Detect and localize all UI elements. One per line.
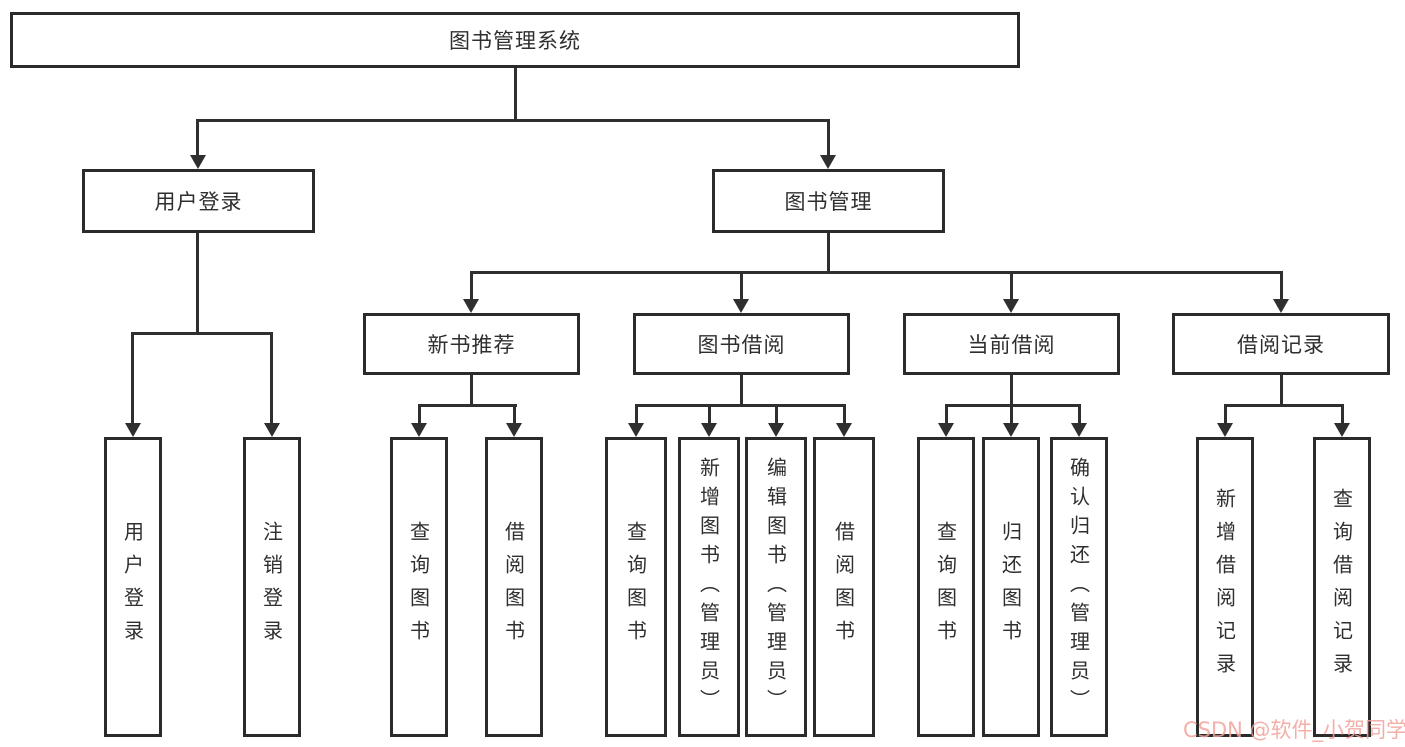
node-borrowing-records: 借阅记录 <box>1172 313 1390 375</box>
arrow-down-icon <box>506 423 522 437</box>
arrow-down-icon <box>820 155 836 169</box>
connector-line <box>513 404 516 424</box>
leaf-logout: 注销登录 <box>243 437 301 737</box>
arrow-down-icon <box>411 423 427 437</box>
connector-line <box>196 119 199 157</box>
node-new-book-recommendation: 新书推荐 <box>363 313 580 375</box>
connector-line <box>1280 271 1283 301</box>
leaf-query-borrow-record: 查询借阅记录 <box>1313 437 1371 737</box>
connector-line <box>470 271 473 301</box>
connector-line <box>470 375 473 407</box>
node-label: 图书管理 <box>784 190 873 214</box>
arrow-down-icon <box>1334 423 1350 437</box>
node-label: 图书管理系统 <box>449 29 581 53</box>
connector-line <box>514 68 517 121</box>
arrow-down-icon <box>125 423 141 437</box>
connector-line <box>418 404 517 407</box>
node-label: 图书借阅 <box>697 333 786 357</box>
node-label: 借阅记录 <box>1237 333 1325 357</box>
connector-line <box>635 404 638 424</box>
connector-line <box>270 332 273 424</box>
connector-line <box>418 404 421 424</box>
leaf-query-books: 查询图书 <box>917 437 975 737</box>
arrow-down-icon <box>1003 423 1019 437</box>
arrow-down-icon <box>264 423 280 437</box>
arrow-down-icon <box>836 423 852 437</box>
connector-line <box>945 404 948 424</box>
node-book-management: 图书管理 <box>712 169 945 233</box>
node-book-borrowing: 图书借阅 <box>633 313 850 375</box>
arrow-down-icon <box>1003 299 1019 313</box>
node-label: 新书推荐 <box>427 333 516 357</box>
connector-line <box>827 119 830 157</box>
watermark: CSDN @软件_小贺同学 <box>1183 718 1405 742</box>
leaf-edit-books-admin: 编辑图书（管理员） <box>745 437 807 737</box>
connector-line <box>1010 271 1013 301</box>
connector-line <box>1341 404 1344 424</box>
connector-line <box>945 404 1081 407</box>
connector-line <box>1010 404 1013 424</box>
arrow-down-icon <box>701 423 717 437</box>
node-library-management-system: 图书管理系统 <box>10 12 1020 68</box>
connector-line <box>1224 404 1344 407</box>
arrow-down-icon <box>1217 423 1233 437</box>
arrow-down-icon <box>463 299 479 313</box>
arrow-down-icon <box>628 423 644 437</box>
arrow-down-icon <box>938 423 954 437</box>
node-current-borrowing: 当前借阅 <box>903 313 1120 375</box>
node-label: 用户登录 <box>154 190 243 214</box>
leaf-add-books-admin: 新增图书（管理员） <box>678 437 740 737</box>
leaf-query-books: 查询图书 <box>605 437 667 737</box>
connector-line <box>740 375 743 407</box>
connector-line <box>843 404 846 424</box>
node-user-login: 用户登录 <box>82 169 315 233</box>
connector-line <box>1078 404 1081 424</box>
connector-line <box>196 233 199 335</box>
leaf-query-books: 查询图书 <box>390 437 448 737</box>
leaf-return-books: 归还图书 <box>982 437 1040 737</box>
arrow-down-icon <box>733 299 749 313</box>
leaf-confirm-return-admin: 确认归还（管理员） <box>1050 437 1108 737</box>
arrow-down-icon <box>768 423 784 437</box>
connector-line <box>131 332 134 424</box>
connector-line <box>470 271 1282 274</box>
leaf-add-borrow-record: 新增借阅记录 <box>1196 437 1254 737</box>
connector-line <box>708 404 711 424</box>
arrow-down-icon <box>190 155 206 169</box>
connector-line <box>635 404 846 407</box>
connector-line <box>131 332 273 335</box>
arrow-down-icon <box>1071 423 1087 437</box>
arrow-down-icon <box>1273 299 1289 313</box>
connector-line <box>740 271 743 301</box>
connector-line <box>1280 375 1283 407</box>
leaf-borrow-books: 借阅图书 <box>485 437 543 737</box>
connector-line <box>1224 404 1227 424</box>
node-label: 当前借阅 <box>967 333 1056 357</box>
connector-line <box>196 119 830 122</box>
connector-line <box>1010 375 1013 407</box>
connector-line <box>827 233 830 273</box>
leaf-user-login: 用户登录 <box>104 437 162 737</box>
leaf-borrow-books: 借阅图书 <box>813 437 875 737</box>
connector-line <box>775 404 778 424</box>
